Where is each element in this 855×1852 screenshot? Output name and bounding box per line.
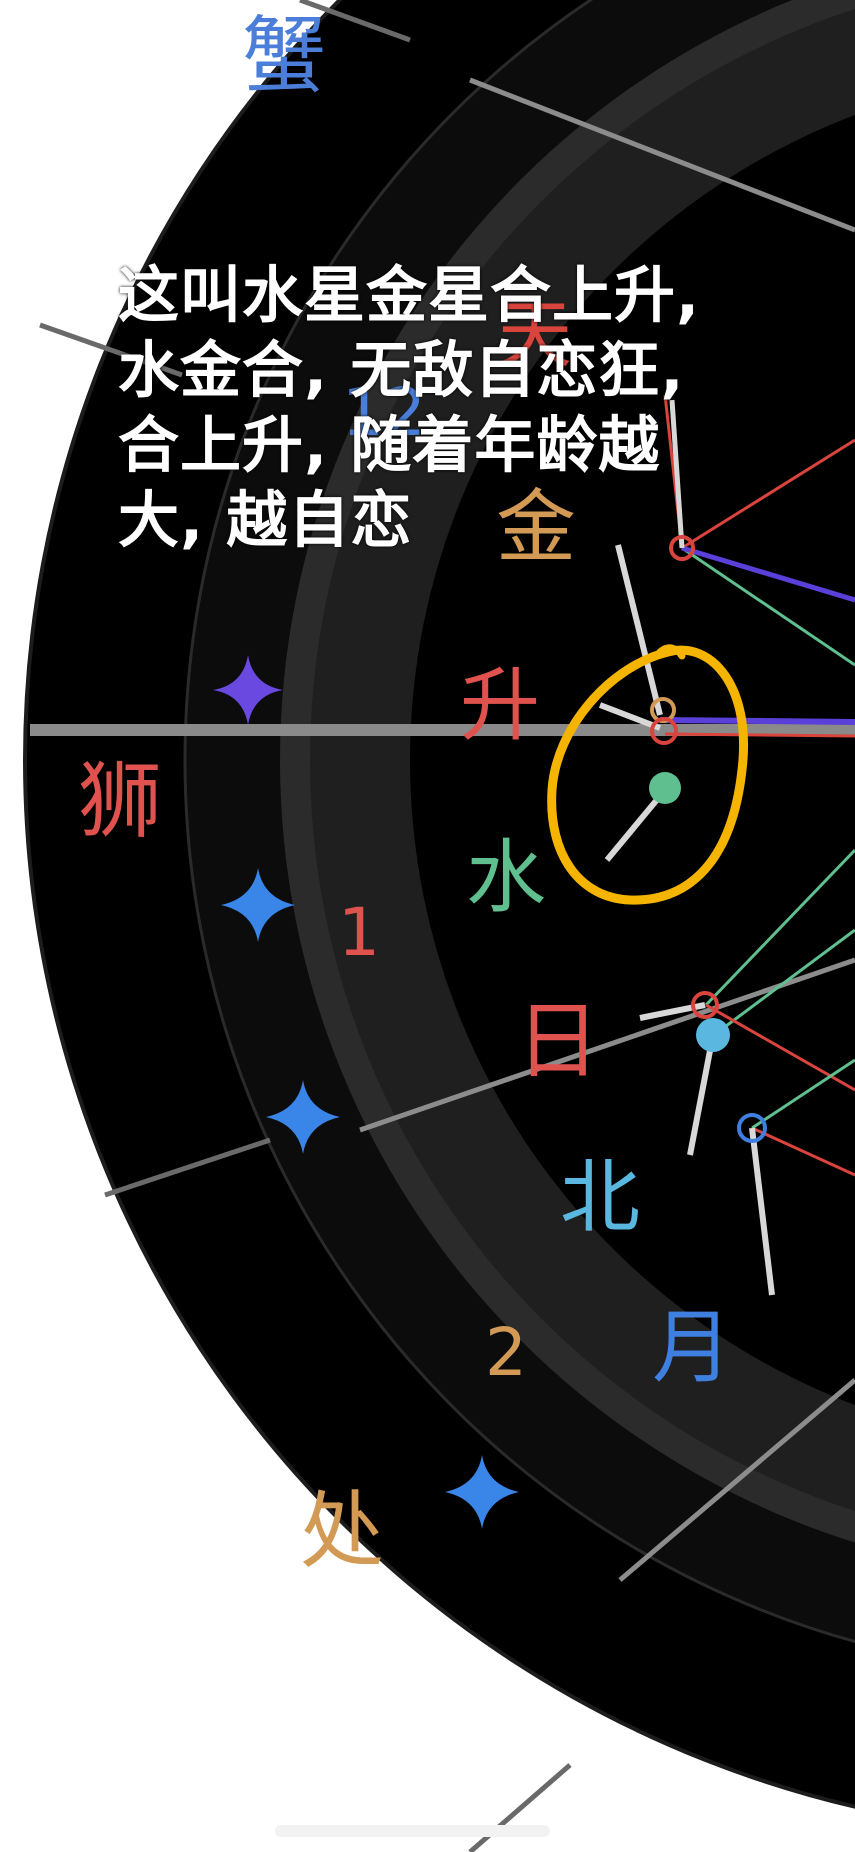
sign-division-leo-virgo	[104, 1137, 271, 1198]
aspect-line-green-3	[713, 928, 855, 1037]
zodiac-outer-rim	[23, 0, 855, 1809]
pointer-mercury	[604, 788, 668, 862]
aspect-line-green-4	[751, 1058, 855, 1130]
house-number-12: 12	[342, 374, 426, 451]
home-indicator-bar[interactable]	[275, 1825, 550, 1837]
sign-label-cancer: 蟹	[242, 7, 326, 105]
caption-overlay: 这叫水星金星合上升, 水金合, 无敌自恋狂, 合上升, 随着年龄越 大, 越自恋	[118, 258, 838, 558]
planet-label-venus: 金	[496, 481, 576, 574]
house-cusp-2	[359, 957, 855, 1133]
house-cusp-12	[469, 77, 855, 233]
sign-label-leo: 狮	[78, 752, 162, 850]
planet-label-ascendant: 升	[460, 659, 540, 752]
planet-label-sun: 日	[516, 992, 600, 1090]
four-point-star-icon	[221, 868, 295, 942]
caption-line-2: 水金合, 无敌自恋狂,	[118, 335, 685, 406]
planet-label-uranus: 天	[498, 292, 572, 378]
caption-line-1: 这叫水星金星合上升,	[118, 260, 701, 331]
sign-division-virgo-bottom	[468, 1763, 572, 1852]
inner-planet-disc	[410, 115, 855, 1405]
sign-division-cancer-top	[299, 0, 411, 43]
planet-marker-icon	[649, 772, 681, 804]
pointer-moon	[749, 1127, 775, 1296]
four-point-star-icon	[213, 655, 283, 725]
aspect-line-purple-2	[659, 717, 855, 725]
handdrawn-circle-tail	[656, 644, 686, 660]
planet-marker-icon	[691, 991, 719, 1019]
aspect-line-green-1	[681, 546, 855, 667]
planet-marker-icon	[737, 1113, 767, 1143]
planet-label-mercury: 水	[466, 831, 546, 924]
pointer-ascendant	[598, 702, 662, 731]
planet-marker-icon	[696, 1018, 730, 1052]
house-number-2: 2	[485, 1314, 527, 1391]
house-cusp-3	[618, 1378, 855, 1582]
planet-marker-icon	[669, 535, 695, 561]
four-point-star-icon	[445, 1455, 519, 1529]
sign-label-virgo: 处	[300, 1482, 384, 1580]
sign-division-cancer-leo	[39, 322, 183, 378]
aspect-line-red-1	[681, 438, 855, 550]
aspect-line-purple-1	[681, 545, 855, 603]
aspect-line-red-2	[664, 732, 855, 738]
house-number-1: 1	[338, 894, 380, 971]
planet-label-moon: 月	[652, 1301, 732, 1394]
caption-line-3: 合上升, 随着年龄越	[118, 410, 661, 481]
pointer-north-node	[687, 1034, 716, 1156]
aspect-line-green-2	[704, 848, 855, 1007]
handdrawn-circle-annotation	[547, 645, 748, 905]
planet-label-north-node: 北	[560, 1151, 640, 1244]
four-point-star-icon	[266, 1080, 340, 1154]
pointer-venus	[615, 544, 663, 716]
pointer-uranus	[669, 399, 685, 549]
aspect-line-red-4	[751, 1126, 855, 1177]
caption-line-4: 大, 越自恋	[118, 485, 413, 556]
planet-marker-icon	[650, 717, 678, 745]
